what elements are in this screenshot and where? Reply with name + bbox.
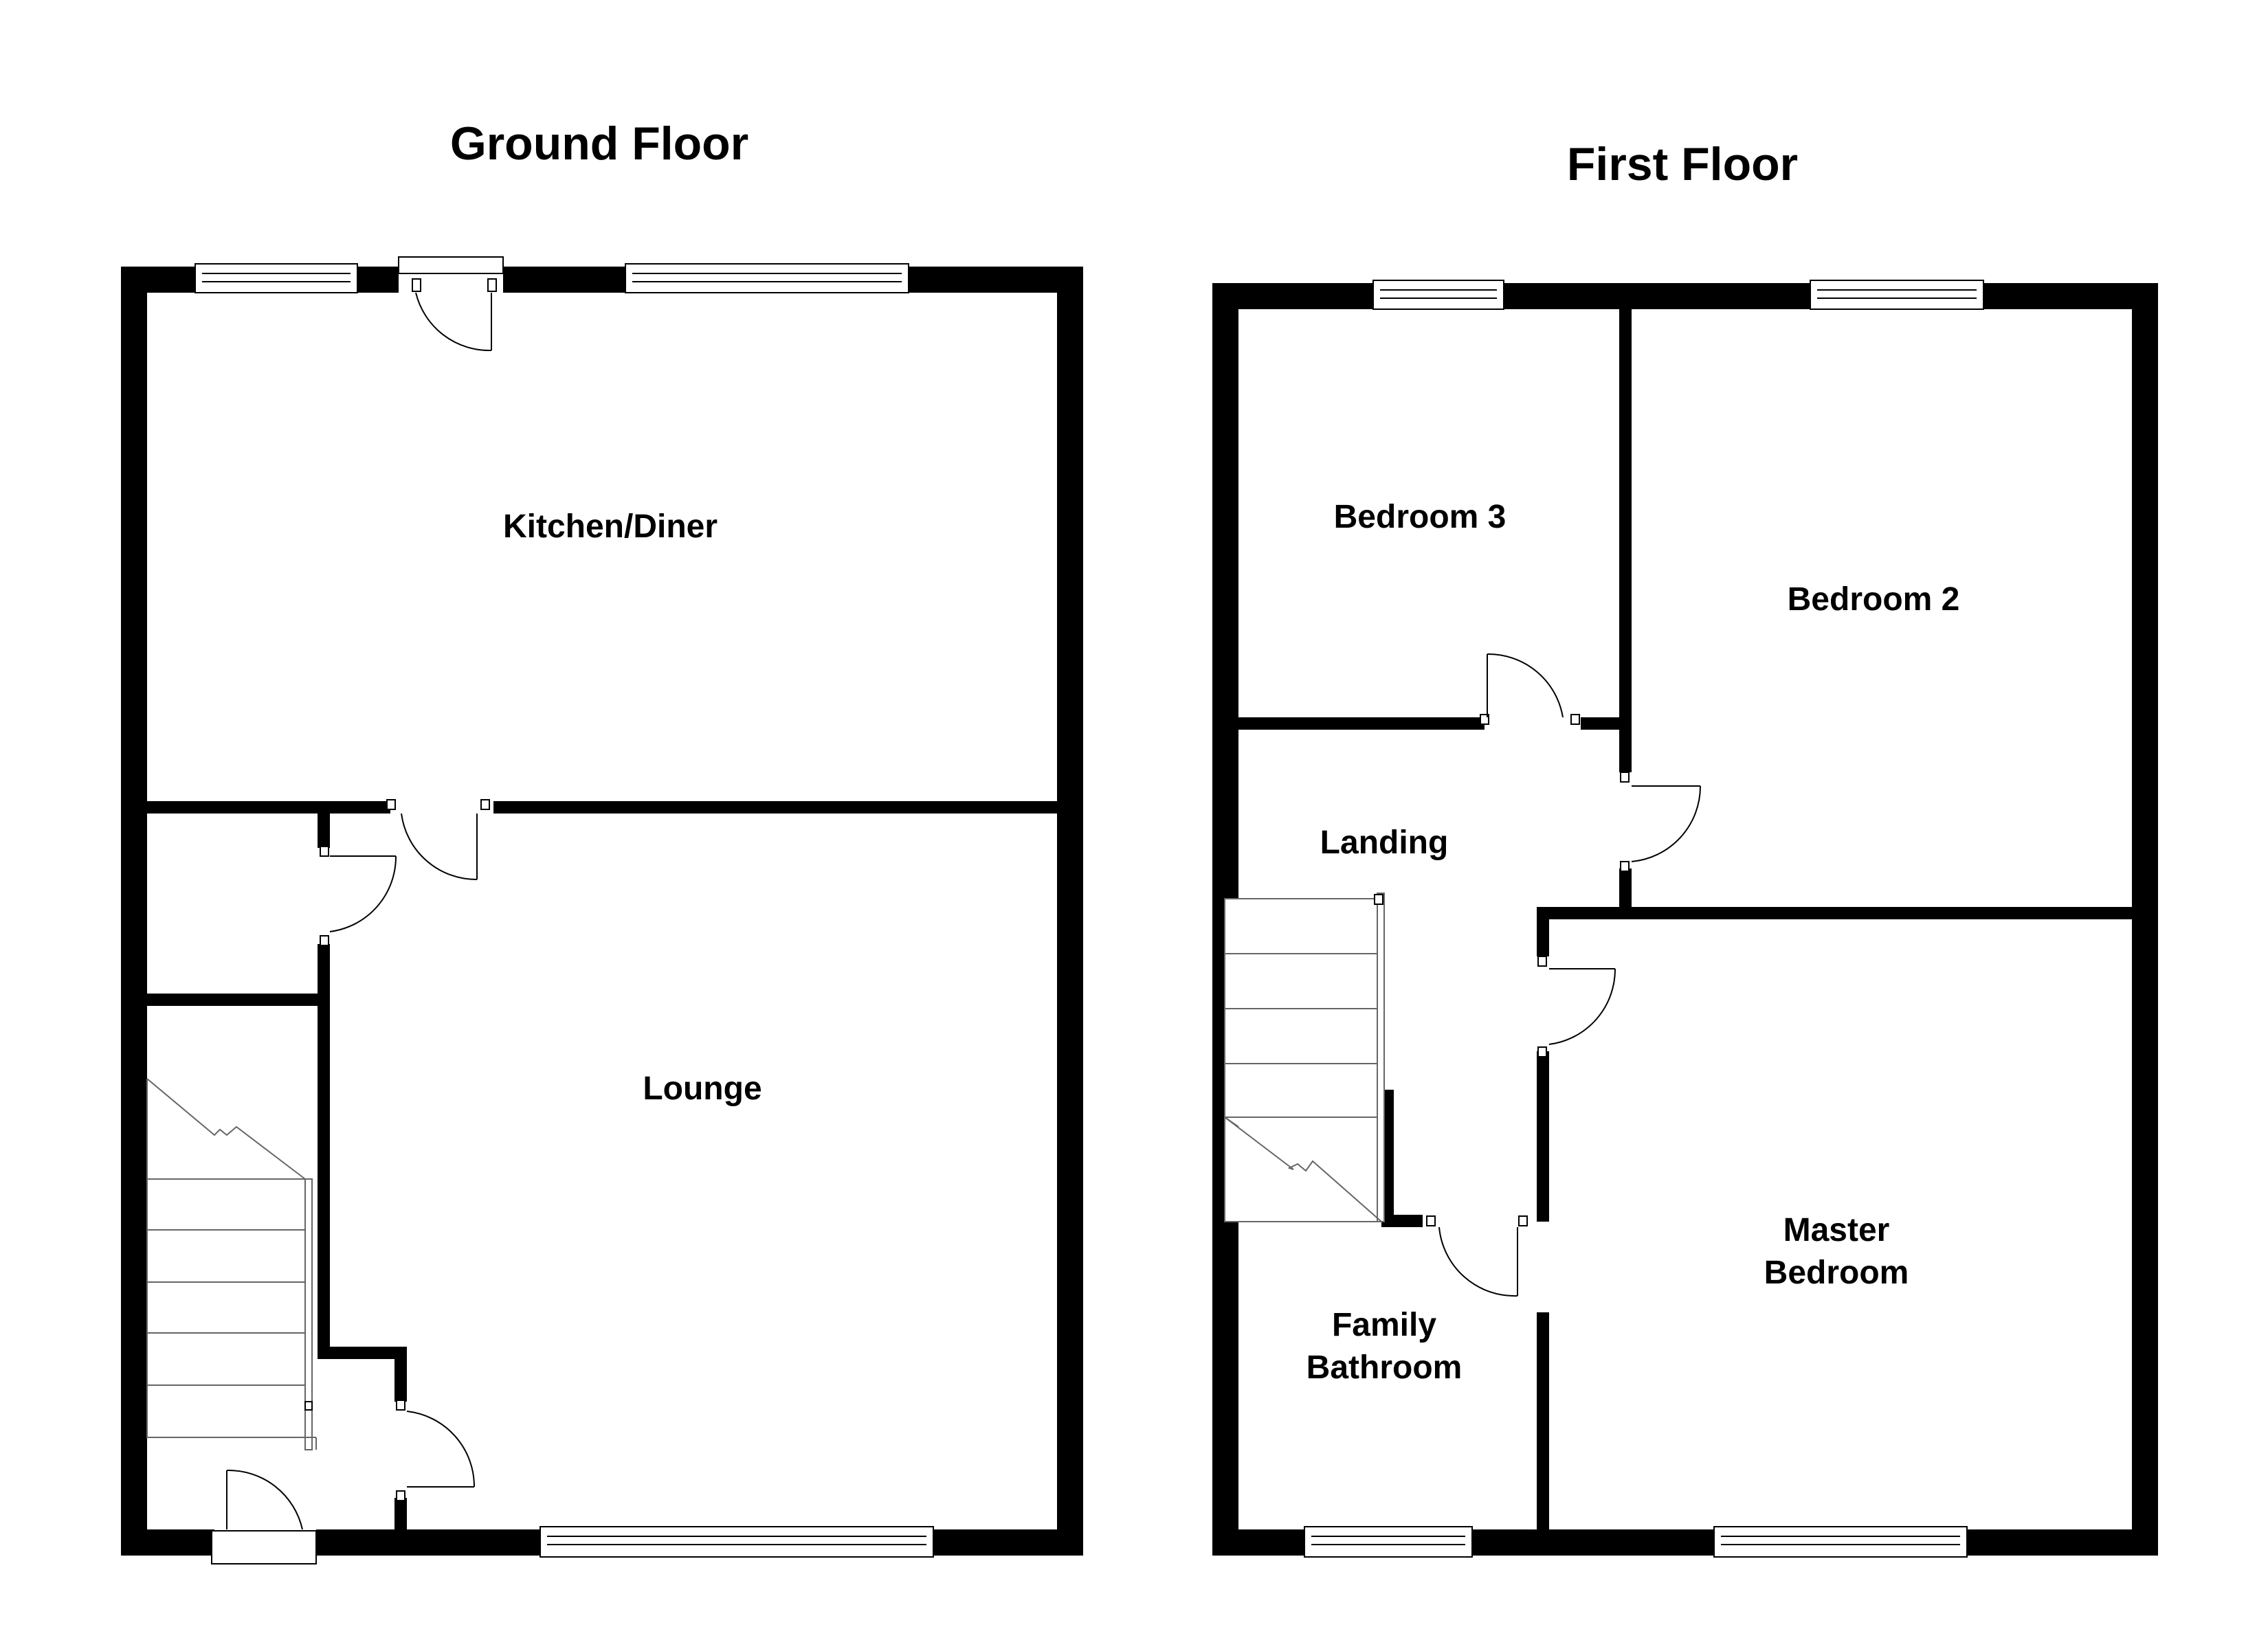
- ground-cupboard-door: [320, 846, 397, 946]
- bedroom2-window: [1810, 280, 1984, 310]
- ground-floor-title: Ground Floor: [450, 117, 748, 170]
- ground-front-door: [211, 1469, 317, 1564]
- room-label-master-line2: Bedroom: [1764, 1255, 1909, 1291]
- bathroom-door: [1426, 1215, 1528, 1297]
- room-label-lounge: Lounge: [643, 1070, 761, 1107]
- first-floor-stairs: [1224, 893, 1385, 1222]
- bedroom2-door: [1620, 772, 1702, 872]
- room-label-bathroom-line1: Family: [1332, 1307, 1436, 1343]
- kitchen-window-left: [194, 263, 358, 293]
- ground-floor-outer-walls: [121, 267, 1083, 1556]
- first-floor-title: First Floor: [1567, 138, 1798, 190]
- room-label-kitchen-diner: Kitchen/Diner: [503, 508, 718, 545]
- ground-lounge-door: [386, 799, 490, 881]
- bedroom3-window: [1372, 280, 1504, 310]
- ground-floor-windows: [194, 263, 934, 1558]
- ground-floor-interior-walls: [147, 801, 1057, 1529]
- first-floor-windows: [1304, 280, 1984, 1558]
- lounge-window: [540, 1526, 934, 1558]
- first-floor-plan: First Floor: [1212, 138, 2158, 1558]
- ground-hall-door: [396, 1400, 476, 1501]
- kitchen-window-right: [625, 263, 909, 293]
- room-label-bathroom-line2: Bathroom: [1307, 1349, 1463, 1386]
- ground-back-door: [398, 256, 504, 352]
- master-bedroom-door: [1537, 956, 1616, 1057]
- bedroom3-door: [1480, 653, 1580, 725]
- ground-floor-stairs: [146, 1078, 317, 1450]
- room-label-landing: Landing: [1320, 824, 1449, 861]
- room-label-bedroom2: Bedroom 2: [1788, 581, 1960, 618]
- room-label-master-line1: Master: [1783, 1212, 1890, 1248]
- room-label-bedroom3: Bedroom 3: [1334, 499, 1507, 535]
- master-bedroom-window: [1713, 1526, 1968, 1558]
- ground-floor-plan: Ground Floor: [121, 117, 1083, 1564]
- bathroom-window: [1304, 1526, 1473, 1558]
